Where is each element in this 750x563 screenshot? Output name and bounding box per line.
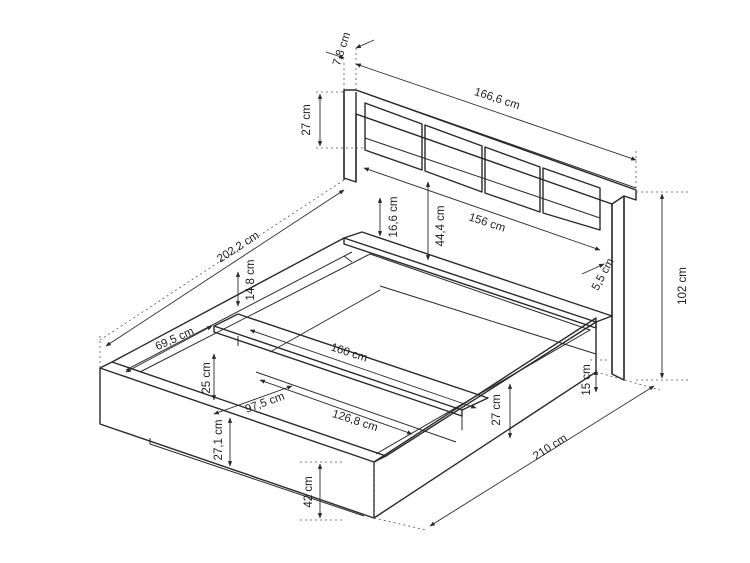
label-102: 102 cm — [677, 267, 689, 305]
label-25: 25 cm — [201, 362, 213, 393]
headboard-shelf — [343, 231, 613, 329]
dim-line-166-6 — [355, 63, 637, 161]
dim-line-69-5 — [125, 325, 213, 373]
label-27-side: 27 cm — [491, 394, 503, 425]
label-44-4: 44,4 cm — [435, 206, 447, 247]
label-126-8: 126,8 cm — [331, 408, 380, 434]
label-27-head: 27 cm — [301, 104, 313, 135]
dim-line-202-2 — [105, 189, 345, 347]
dim-line-210 — [429, 385, 655, 527]
dim-line-7-8-b — [355, 39, 375, 49]
label-16-6: 16,6 cm — [388, 197, 400, 238]
label-160: 160 cm — [329, 342, 369, 365]
label-166-6: 166,6 cm — [473, 86, 522, 112]
label-42: 42 cm — [303, 476, 315, 507]
dim-line-5-5 — [581, 263, 605, 275]
headboard-cushions — [364, 102, 601, 231]
label-15: 15 cm — [581, 364, 593, 395]
bed-frame — [99, 237, 597, 519]
label-14-8: 14,8 cm — [245, 260, 257, 301]
dim-line-7-8-a — [325, 51, 345, 59]
dim-line-126-8 — [259, 379, 413, 435]
label-69-5: 69,5 cm — [154, 325, 196, 353]
label-7-8: 7,8 cm — [331, 31, 353, 68]
label-210: 210 cm — [531, 432, 569, 463]
label-27-1: 27,1 cm — [213, 420, 225, 461]
label-5-5: 5,5 cm — [590, 257, 617, 293]
label-97-5: 97,5 cm — [244, 391, 287, 416]
dimension-lines — [105, 39, 665, 527]
dim-line-156 — [363, 167, 601, 251]
